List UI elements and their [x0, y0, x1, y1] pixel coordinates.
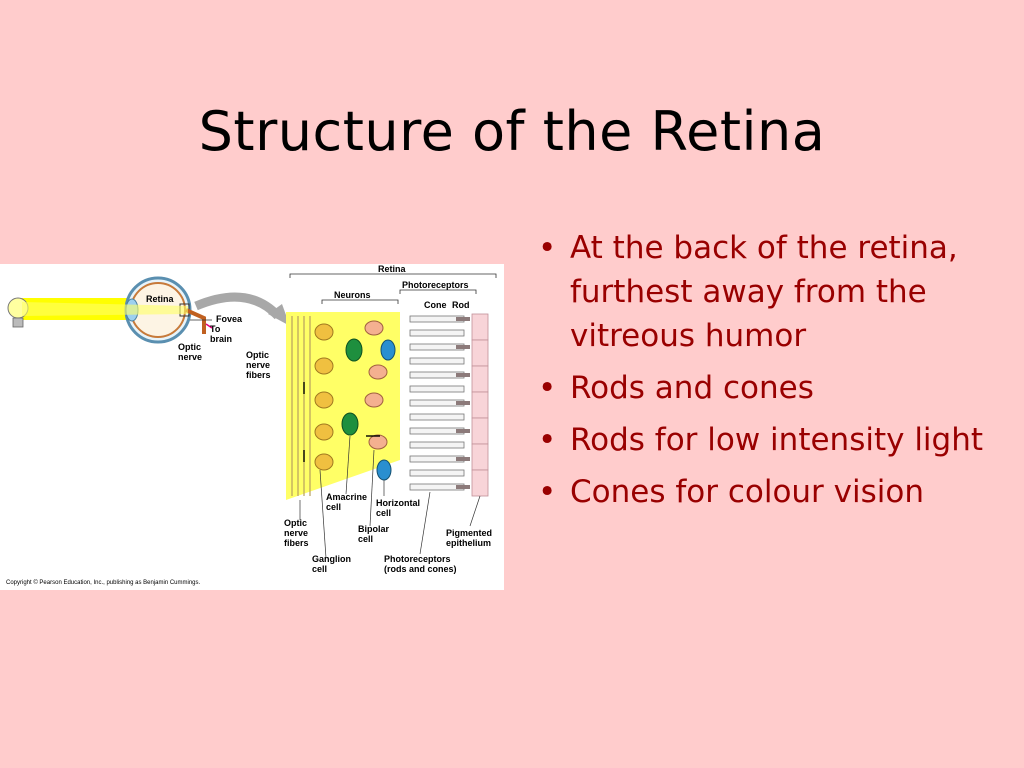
- svg-text:nerve: nerve: [284, 528, 308, 538]
- label-pigmented-epithelium: Pigmented: [446, 528, 492, 538]
- bullet-item: At the back of the retina, furthest away…: [532, 226, 1002, 358]
- label-photoreceptors-bottom: Photoreceptors: [384, 554, 451, 564]
- label-photoreceptors-top: Photoreceptors: [402, 280, 469, 290]
- label-neurons: Neurons: [334, 290, 371, 300]
- bullet-list: At the back of the retina, furthest away…: [532, 226, 1002, 522]
- label-optic-nerve-fibers-bottom: Optic: [284, 518, 307, 528]
- svg-text:fibers: fibers: [246, 370, 271, 380]
- label-retina-eye: Retina: [146, 294, 175, 304]
- svg-text:cell: cell: [376, 508, 391, 518]
- horizontal-cells: [376, 339, 396, 481]
- label-rod: Rod: [452, 300, 470, 310]
- svg-text:epithelium: epithelium: [446, 538, 491, 548]
- svg-text:(rods and cones): (rods and cones): [384, 564, 457, 574]
- nerve-fibers: [291, 316, 311, 496]
- label-fovea: Fovea: [216, 314, 243, 324]
- bullet-item: Rods and cones: [532, 366, 1002, 410]
- retina-diagram: Retina Fovea To brain Optic nerve Optic …: [0, 264, 504, 590]
- label-cone: Cone: [424, 300, 447, 310]
- label-optic-nerve: Optic: [178, 342, 201, 352]
- label-horizontal: Horizontal: [376, 498, 420, 508]
- svg-text:nerve: nerve: [246, 360, 270, 370]
- label-to-brain: To: [210, 324, 221, 334]
- copyright-notice: Copyright © Pearson Education, Inc., pub…: [6, 579, 201, 586]
- label-optic-nerve-fibers-top: Optic: [246, 350, 269, 360]
- bullet-item: Rods for low intensity light: [532, 418, 1002, 462]
- bullet-item: Cones for colour vision: [532, 470, 1002, 514]
- incoming-light-area: [286, 312, 400, 500]
- pigmented-epithelium: [471, 313, 489, 497]
- ganglion-cells: [314, 323, 334, 471]
- svg-text:cell: cell: [326, 502, 341, 512]
- bipolar-cells: [364, 320, 388, 450]
- amacrine-cells: [341, 338, 363, 436]
- slide-title: Structure of the Retina: [198, 100, 826, 163]
- label-ganglion: Ganglion: [312, 554, 351, 564]
- label-bipolar: Bipolar: [358, 524, 390, 534]
- label-retina-top: Retina: [378, 264, 407, 274]
- svg-text:nerve: nerve: [178, 352, 202, 362]
- label-amacrine: Amacrine: [326, 492, 367, 502]
- svg-text:cell: cell: [358, 534, 373, 544]
- zoom-arrow: [194, 292, 282, 320]
- svg-text:brain: brain: [210, 334, 232, 344]
- svg-text:cell: cell: [312, 564, 327, 574]
- retina-diagram-svg: Retina Fovea To brain Optic nerve Optic …: [6, 264, 497, 586]
- photoreceptors: [409, 315, 470, 491]
- svg-text:fibers: fibers: [284, 538, 309, 548]
